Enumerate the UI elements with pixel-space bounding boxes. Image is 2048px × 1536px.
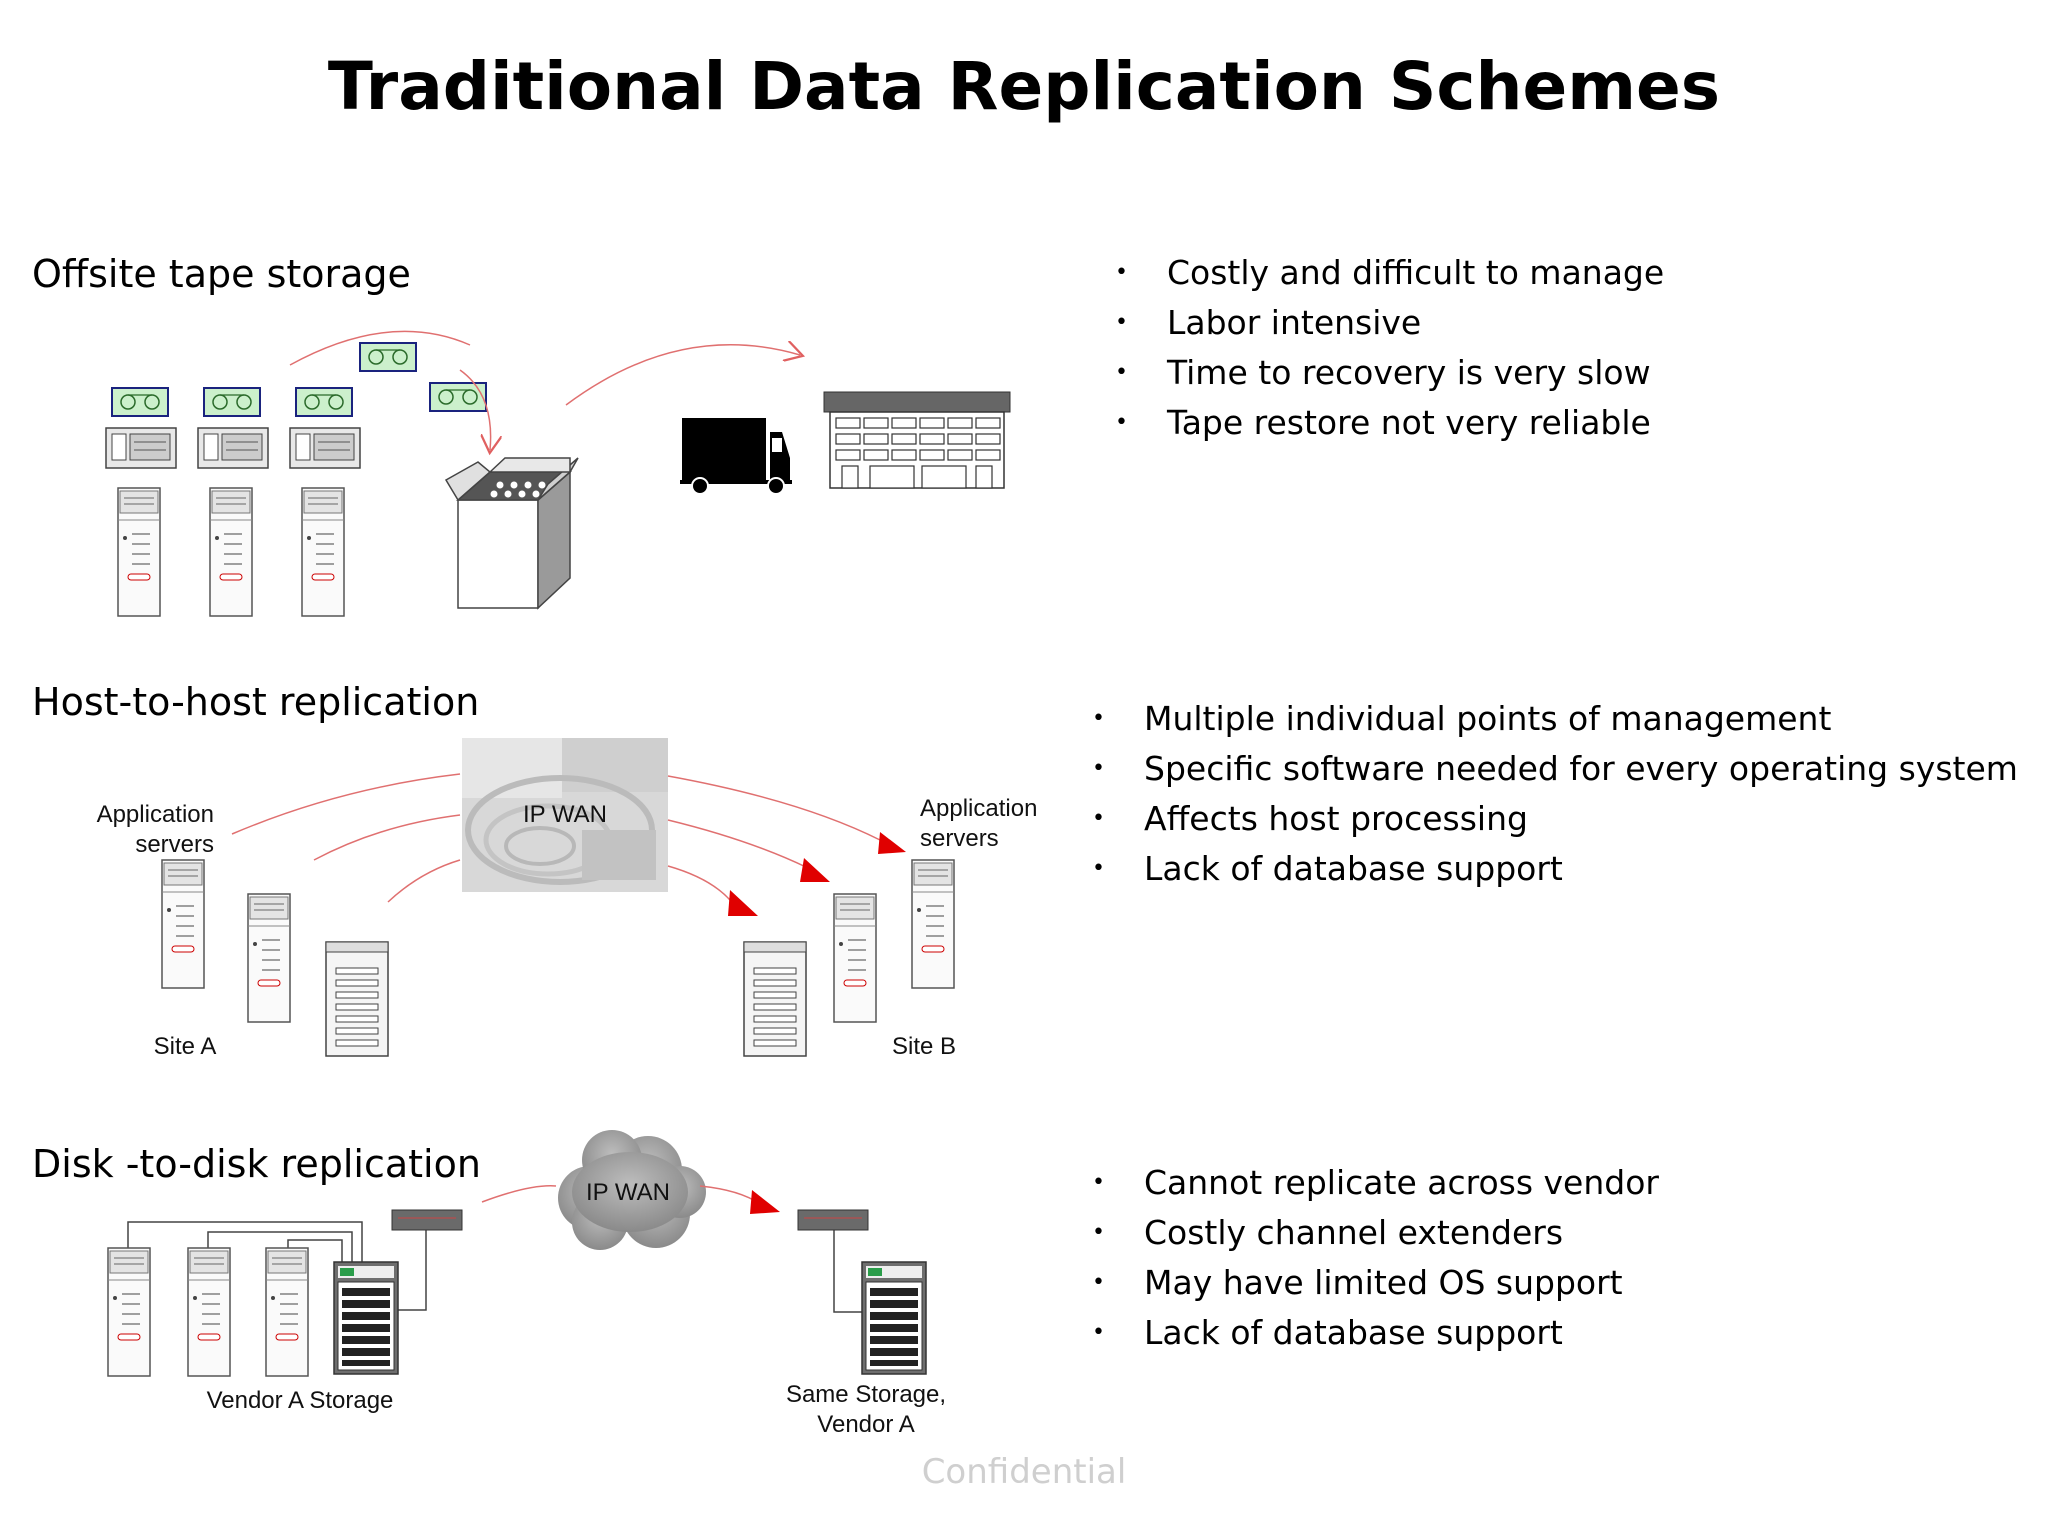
server-icon bbox=[265, 1247, 309, 1377]
shipping-box-icon bbox=[444, 457, 579, 610]
bullet-item: Specific software needed for every opera… bbox=[1092, 744, 2018, 794]
offsite-building-icon bbox=[823, 391, 1011, 489]
disk-to-disk-diagram: IP WAN Vendor A Storage Same Storage, Ve… bbox=[107, 1130, 946, 1438]
bullet-item: Affects host processing bbox=[1092, 794, 2018, 844]
slide-title: Traditional Data Replication Schemes bbox=[327, 48, 1721, 125]
server-icon bbox=[187, 1247, 231, 1377]
replication-arrow bbox=[231, 773, 461, 835]
bullet-item: Costly channel extenders bbox=[1092, 1208, 1659, 1258]
tape-drive-icon bbox=[289, 427, 361, 469]
server-icon bbox=[161, 859, 205, 989]
replication-arrow bbox=[667, 819, 809, 869]
replication-arrow bbox=[667, 775, 881, 841]
disk-array-icon bbox=[333, 1261, 399, 1375]
replication-arrow bbox=[667, 865, 731, 901]
arrowhead-icon bbox=[750, 1190, 780, 1214]
site-a-label: Site A bbox=[154, 1033, 217, 1060]
bullet-item: Cannot replicate across vendor bbox=[1092, 1158, 1659, 1208]
tape-icon bbox=[359, 342, 417, 372]
storage-icon bbox=[325, 941, 389, 1057]
server-icon bbox=[107, 1247, 151, 1377]
tape-icon bbox=[111, 387, 169, 417]
bullets-disk-to-disk: Cannot replicate across vendor Costly ch… bbox=[1092, 1158, 1659, 1358]
host-to-host-diagram: IP WAN Application servers Application s… bbox=[97, 738, 1037, 1060]
arrowhead-icon bbox=[800, 858, 830, 882]
server-icon bbox=[247, 893, 291, 1023]
app-servers-b-label: servers bbox=[920, 825, 999, 852]
bullet-item: Tape restore not very reliable bbox=[1115, 398, 1664, 448]
ip-wan-panel bbox=[462, 738, 668, 892]
site-b-label: Site B bbox=[892, 1033, 956, 1060]
same-storage-label: Same Storage, bbox=[786, 1381, 946, 1408]
replication-arrow bbox=[699, 1185, 761, 1205]
ip-wan-cloud-icon bbox=[558, 1130, 706, 1250]
confidential-footer: Confidential bbox=[921, 1452, 1127, 1492]
bullet-item: Labor intensive bbox=[1115, 298, 1664, 348]
replication-arrow bbox=[313, 814, 461, 861]
ip-wan-label: IP WAN bbox=[586, 1179, 670, 1206]
tape-icon bbox=[295, 387, 353, 417]
replication-arrow bbox=[481, 1185, 557, 1203]
bullet-item: Lack of database support bbox=[1092, 844, 2018, 894]
tape-drive-icon bbox=[197, 427, 269, 469]
replication-arrow bbox=[387, 859, 461, 903]
flow-arrow bbox=[289, 330, 471, 366]
bullet-item: Time to recovery is very slow bbox=[1115, 348, 1664, 398]
storage-icon bbox=[743, 941, 807, 1057]
tape-icon bbox=[203, 387, 261, 417]
app-servers-a-label: servers bbox=[135, 831, 214, 858]
app-servers-b-label: Application bbox=[920, 795, 1037, 822]
arrowhead-icon bbox=[728, 890, 758, 916]
server-icon bbox=[117, 487, 161, 617]
bullet-item: Lack of database support bbox=[1092, 1308, 1659, 1358]
server-icon bbox=[209, 487, 253, 617]
app-servers-a-label: Application bbox=[97, 801, 214, 828]
flow-arrow bbox=[459, 369, 491, 450]
tape-drive-icon bbox=[105, 427, 177, 469]
truck-icon bbox=[680, 418, 792, 495]
server-icon bbox=[833, 893, 877, 1023]
heading-disk-to-disk: Disk -to-disk replication bbox=[32, 1142, 481, 1186]
same-storage-label: Vendor A bbox=[817, 1411, 914, 1438]
bullet-item: Multiple individual points of management bbox=[1092, 694, 2018, 744]
disk-array-icon bbox=[861, 1261, 927, 1375]
bullets-host-to-host: Multiple individual points of management… bbox=[1092, 694, 2018, 894]
bullets-offsite-tape: Costly and difficult to manage Labor int… bbox=[1115, 248, 1664, 448]
bullet-item: May have limited OS support bbox=[1092, 1258, 1659, 1308]
vendor-a-storage-label: Vendor A Storage bbox=[207, 1387, 394, 1414]
server-icon bbox=[301, 487, 345, 617]
ip-wan-label: IP WAN bbox=[523, 801, 607, 828]
channel-extender-icon bbox=[797, 1209, 869, 1231]
bullet-item: Costly and difficult to manage bbox=[1115, 248, 1664, 298]
offsite-tape-diagram bbox=[105, 330, 1011, 617]
heading-offsite-tape: Offsite tape storage bbox=[32, 252, 411, 296]
flow-arrow bbox=[565, 345, 800, 406]
channel-extender-icon bbox=[391, 1209, 463, 1231]
arrowhead-icon bbox=[878, 832, 906, 854]
heading-host-to-host: Host-to-host replication bbox=[32, 680, 480, 724]
server-icon bbox=[911, 859, 955, 989]
